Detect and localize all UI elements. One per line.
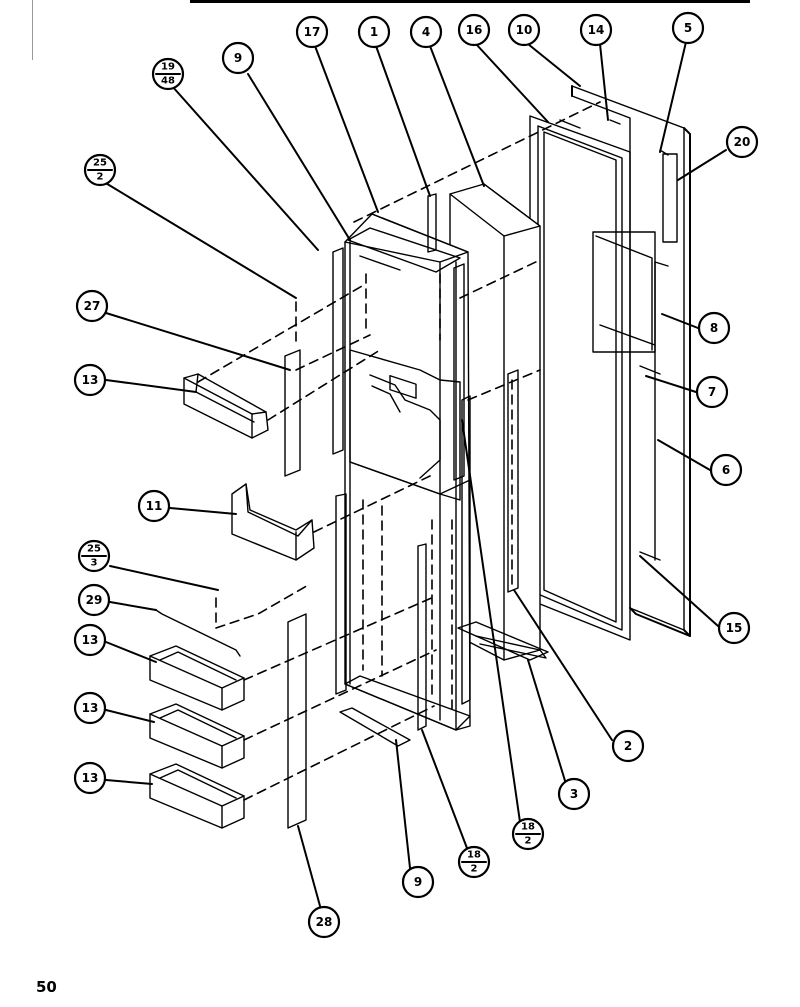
callout-13-b: 13 (73, 623, 107, 657)
door-bins-13-lower (149, 645, 245, 829)
callout-9-top: 9 (221, 41, 255, 75)
callout-15: 15 (717, 611, 751, 645)
svg-text:27: 27 (84, 299, 101, 313)
callout-16: 16 (457, 13, 491, 47)
svg-text:14: 14 (588, 23, 605, 37)
trim-strips (332, 193, 549, 747)
callout-6: 6 (709, 453, 743, 487)
callout-4: 4 (409, 15, 443, 49)
svg-text:29: 29 (86, 593, 103, 607)
svg-text:13: 13 (82, 633, 99, 647)
callout-13-d: 13 (73, 761, 107, 795)
svg-text:19: 19 (161, 62, 175, 73)
callout-27: 27 (75, 289, 109, 323)
svg-text:3: 3 (91, 558, 98, 569)
callout-2: 2 (611, 729, 645, 763)
callout-29: 29 (77, 583, 111, 617)
svg-text:11: 11 (146, 499, 163, 513)
svg-text:18: 18 (467, 850, 481, 861)
page-number: 50 (36, 978, 57, 996)
callout-25-3: 253 (77, 539, 111, 573)
svg-text:48: 48 (161, 76, 175, 87)
svg-text:2: 2 (97, 172, 104, 183)
callout-9-bottom: 9 (401, 865, 435, 899)
door-liner (344, 213, 471, 731)
svg-text:13: 13 (82, 373, 99, 387)
door-bin-11 (231, 483, 315, 561)
callout-1: 1 (357, 15, 391, 49)
door-gasket (529, 115, 631, 641)
svg-text:15: 15 (726, 621, 743, 635)
svg-text:3: 3 (570, 787, 578, 801)
svg-text:2: 2 (525, 836, 532, 847)
svg-text:4: 4 (422, 25, 430, 39)
svg-text:5: 5 (684, 21, 692, 35)
handle-strip-28 (287, 613, 307, 829)
callout-7: 7 (695, 375, 729, 409)
callout-14: 14 (579, 13, 613, 47)
callout-3: 3 (557, 777, 591, 811)
door-bin-13-top (183, 373, 269, 439)
assembly-lines (197, 101, 601, 801)
svg-text:2: 2 (471, 864, 478, 875)
top-border-rule (190, 0, 750, 3)
handle-strip-27 (284, 349, 301, 477)
callout-28: 28 (307, 905, 341, 939)
callout-13-c: 13 (73, 691, 107, 725)
svg-text:13: 13 (82, 701, 99, 715)
leader-lines (103, 41, 727, 907)
callout-10: 10 (507, 13, 541, 47)
svg-text:20: 20 (734, 135, 751, 149)
svg-text:1: 1 (370, 25, 378, 39)
svg-text:9: 9 (234, 51, 242, 65)
callout-5: 5 (671, 11, 705, 45)
callout-11: 11 (137, 489, 171, 523)
svg-text:9: 9 (414, 875, 422, 889)
svg-text:2: 2 (624, 739, 632, 753)
clip-29 (155, 609, 241, 657)
svg-text:25: 25 (87, 544, 101, 555)
callout-25-2-top: 252 (83, 153, 117, 187)
callout-18-2-left: 182 (457, 845, 491, 879)
callout-8: 8 (697, 311, 731, 345)
svg-text:16: 16 (466, 23, 483, 37)
callout-18-2-right: 182 (511, 817, 545, 851)
svg-text:6: 6 (722, 463, 730, 477)
callout-17: 17 (295, 15, 329, 49)
svg-text:7: 7 (708, 385, 716, 399)
callout-13-a: 13 (73, 363, 107, 397)
svg-text:17: 17 (304, 25, 321, 39)
svg-text:8: 8 (710, 321, 718, 335)
svg-text:13: 13 (82, 771, 99, 785)
svg-text:25: 25 (93, 158, 107, 169)
outer-door-panel (571, 85, 691, 637)
left-border-rule (32, 0, 33, 60)
svg-text:10: 10 (516, 23, 533, 37)
svg-text:18: 18 (521, 822, 535, 833)
callout-20: 20 (725, 125, 759, 159)
svg-text:28: 28 (316, 915, 333, 929)
